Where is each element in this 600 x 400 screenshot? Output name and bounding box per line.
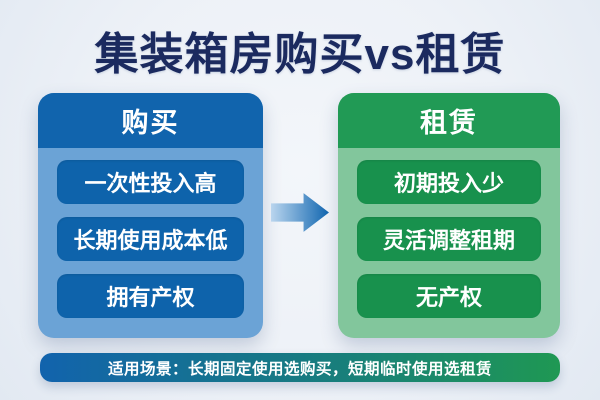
buy-card-item: 长期使用成本低 xyxy=(57,217,244,261)
rent-card: 租赁 初期投入少 灵活调整租期 无产权 xyxy=(338,93,560,338)
right-arrow-icon xyxy=(271,193,329,232)
scenario-note-bar: 适用场景：长期固定使用选购买，短期临时使用选租赁 xyxy=(40,353,560,382)
rent-card-item: 无产权 xyxy=(357,274,541,318)
rent-card-header: 租赁 xyxy=(338,93,560,148)
page-title: 集装箱房购买vs租赁 xyxy=(94,30,506,79)
rent-card-item: 初期投入少 xyxy=(357,160,541,204)
buy-card-items: 一次性投入高 长期使用成本低 拥有产权 xyxy=(38,148,263,330)
rent-card-items: 初期投入少 灵活调整租期 无产权 xyxy=(338,148,560,330)
scenario-note-text: 适用场景：长期固定使用选购买，短期临时使用选租赁 xyxy=(107,360,492,378)
buy-card-item: 拥有产权 xyxy=(57,274,244,318)
buy-card: 购买 一次性投入高 长期使用成本低 拥有产权 xyxy=(38,93,263,338)
buy-card-header: 购买 xyxy=(38,93,263,148)
rent-card-item: 灵活调整租期 xyxy=(357,217,541,261)
buy-card-item: 一次性投入高 xyxy=(57,160,244,204)
